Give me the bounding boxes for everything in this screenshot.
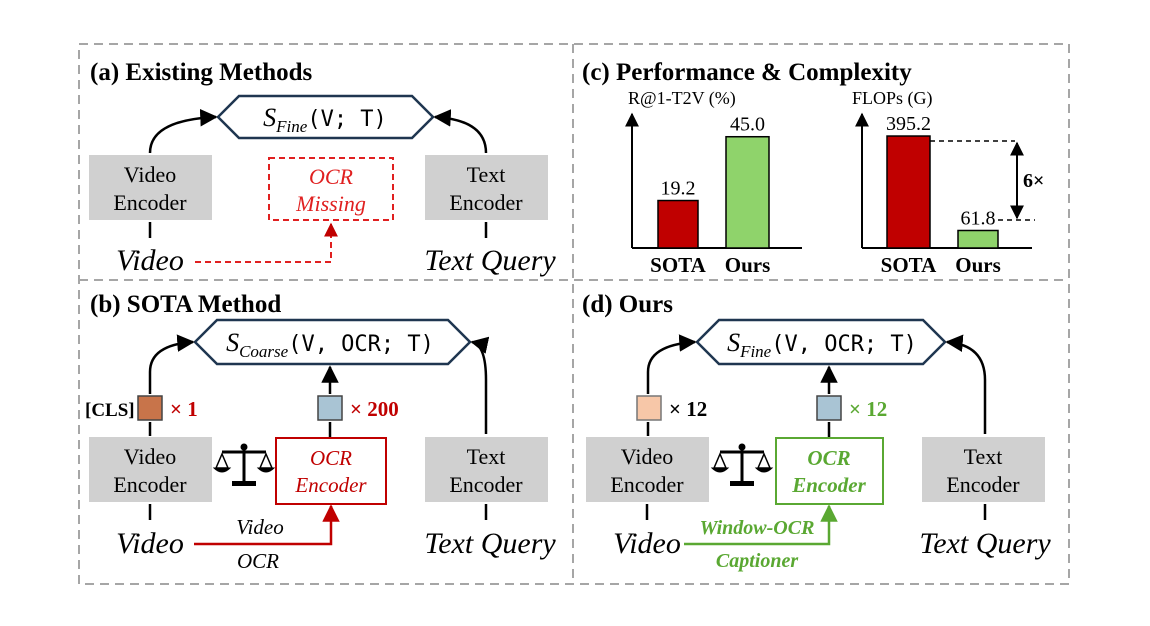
panel-a: (a) Existing Methods SFine(V; T) Video E…: [89, 59, 556, 277]
category-label: SOTA: [650, 253, 706, 277]
bar-ours: [725, 135, 770, 249]
y-axis-label: FLOPs (G): [852, 88, 933, 109]
video-encoder-line2: Encoder: [610, 472, 684, 497]
text-encoder-line2: Encoder: [946, 472, 1020, 497]
panel-d: (d) Ours SFine(V, OCR; T) × 12 × 12 Vide…: [582, 291, 1051, 572]
panel-d-title: (d) Ours: [582, 291, 673, 318]
bar-sota: [886, 135, 931, 249]
score-formula: SCoarse(V, OCR; T): [226, 328, 434, 361]
ocr-encoder-line1: OCR: [310, 446, 352, 470]
video-label: Video: [613, 527, 681, 560]
category-label: Ours: [725, 253, 771, 277]
text-encoder-line2: Encoder: [449, 190, 523, 215]
ocr-missing-box: [268, 157, 394, 221]
ocr-missing-line1: OCR: [309, 164, 354, 189]
cls-to-score-arrow: [148, 334, 195, 394]
panel-b-title: (b) SOTA Method: [90, 291, 281, 318]
score-formula: SFine(V, OCR; T): [727, 328, 917, 361]
category-label: SOTA: [881, 253, 937, 277]
data-label: 45.0: [730, 114, 765, 136]
ratio-label: 6×: [1023, 170, 1044, 192]
text-query-label: Text Query: [424, 244, 556, 277]
bar-sota: [657, 199, 699, 249]
text-encoder-line2: Encoder: [449, 472, 523, 497]
text-encoder-box: [425, 437, 548, 502]
arrow-label-ocr: OCR: [237, 549, 279, 573]
text-to-score-arrow: [433, 109, 488, 154]
data-label: 61.8: [961, 207, 996, 229]
score-hexagon: [695, 318, 947, 366]
panel-frames: [78, 43, 1070, 585]
bar-ours: [957, 229, 999, 249]
video-token-square: [636, 395, 662, 421]
video-encoder-box: [89, 155, 212, 220]
video-encoder-line1: Video: [124, 162, 176, 187]
score-hexagon: [216, 94, 435, 140]
score-formula: SFine(V; T): [263, 103, 387, 136]
text-encoder-line1: Text: [964, 444, 1003, 469]
cls-token-square: [137, 395, 163, 421]
panel-c: (c) Performance & Complexity R@1-T2V (%)…: [582, 59, 1044, 277]
text-query-label: Text Query: [424, 527, 556, 560]
ocr-missing-line2: Missing: [295, 191, 366, 216]
ocr-token-square: [816, 395, 842, 421]
video-encoder-box: [586, 437, 709, 502]
video-ocr-to-encoder-arrow: [194, 504, 340, 546]
captioner-line1: Window-OCR: [700, 517, 815, 539]
text-query-label: Text Query: [919, 527, 1051, 560]
ratio-annotation: 6×: [930, 140, 1044, 221]
video-encoder-line1: Video: [124, 444, 176, 469]
captioner-line2: Captioner: [716, 550, 798, 572]
panel-a-title: (a) Existing Methods: [90, 59, 313, 86]
ocr-encoder-line1: OCR: [807, 446, 850, 470]
y-axis-label: R@1-T2V (%): [628, 88, 736, 109]
panel-c-title: (c) Performance & Complexity: [582, 59, 912, 86]
video-label: Video: [116, 244, 184, 277]
text-encoder-line1: Text: [467, 162, 506, 187]
balance-scale-icon: [212, 443, 276, 486]
text-encoder-box: [425, 155, 548, 220]
video-encoder-line2: Encoder: [113, 472, 187, 497]
ocr-token-square: [317, 395, 343, 421]
video-encoder-line2: Encoder: [113, 190, 187, 215]
captioner-to-encoder-arrow: [684, 504, 838, 546]
text-encoder-box: [922, 437, 1045, 502]
cls-label: [CLS]: [85, 400, 135, 421]
ocr-token-count: × 12: [849, 397, 887, 421]
ocr-encoder-box: [775, 437, 884, 505]
video-tokens-to-score-arrow: [646, 334, 697, 394]
video-encoder-box: [89, 437, 212, 502]
data-label: 395.2: [886, 113, 931, 135]
score-hexagon: [193, 318, 472, 366]
category-label: Ours: [955, 253, 1001, 277]
ocr-encoder-box: [275, 437, 387, 505]
video-to-score-arrow: [148, 108, 218, 154]
video-encoder-line1: Video: [621, 444, 673, 469]
panel-b: (b) SOTA Method SCoarse(V, OCR; T) [CLS]…: [85, 291, 556, 573]
ocr-encoder-line2: Encoder: [294, 473, 367, 497]
ocr-token-count: × 200: [350, 397, 399, 421]
video-token-count: × 12: [669, 397, 707, 421]
text-to-score-arrow: [945, 334, 987, 434]
arrow-label-video: Video: [236, 515, 283, 539]
balance-scale-icon: [710, 443, 774, 486]
video-to-ocr-dashed-arrow: [195, 222, 338, 263]
text-to-score-arrow: [470, 336, 490, 434]
text-encoder-line1: Text: [467, 444, 506, 469]
data-label: 19.2: [661, 178, 696, 200]
cls-count: × 1: [170, 397, 198, 421]
ocr-encoder-line2: Encoder: [791, 473, 866, 497]
video-label: Video: [116, 527, 184, 560]
